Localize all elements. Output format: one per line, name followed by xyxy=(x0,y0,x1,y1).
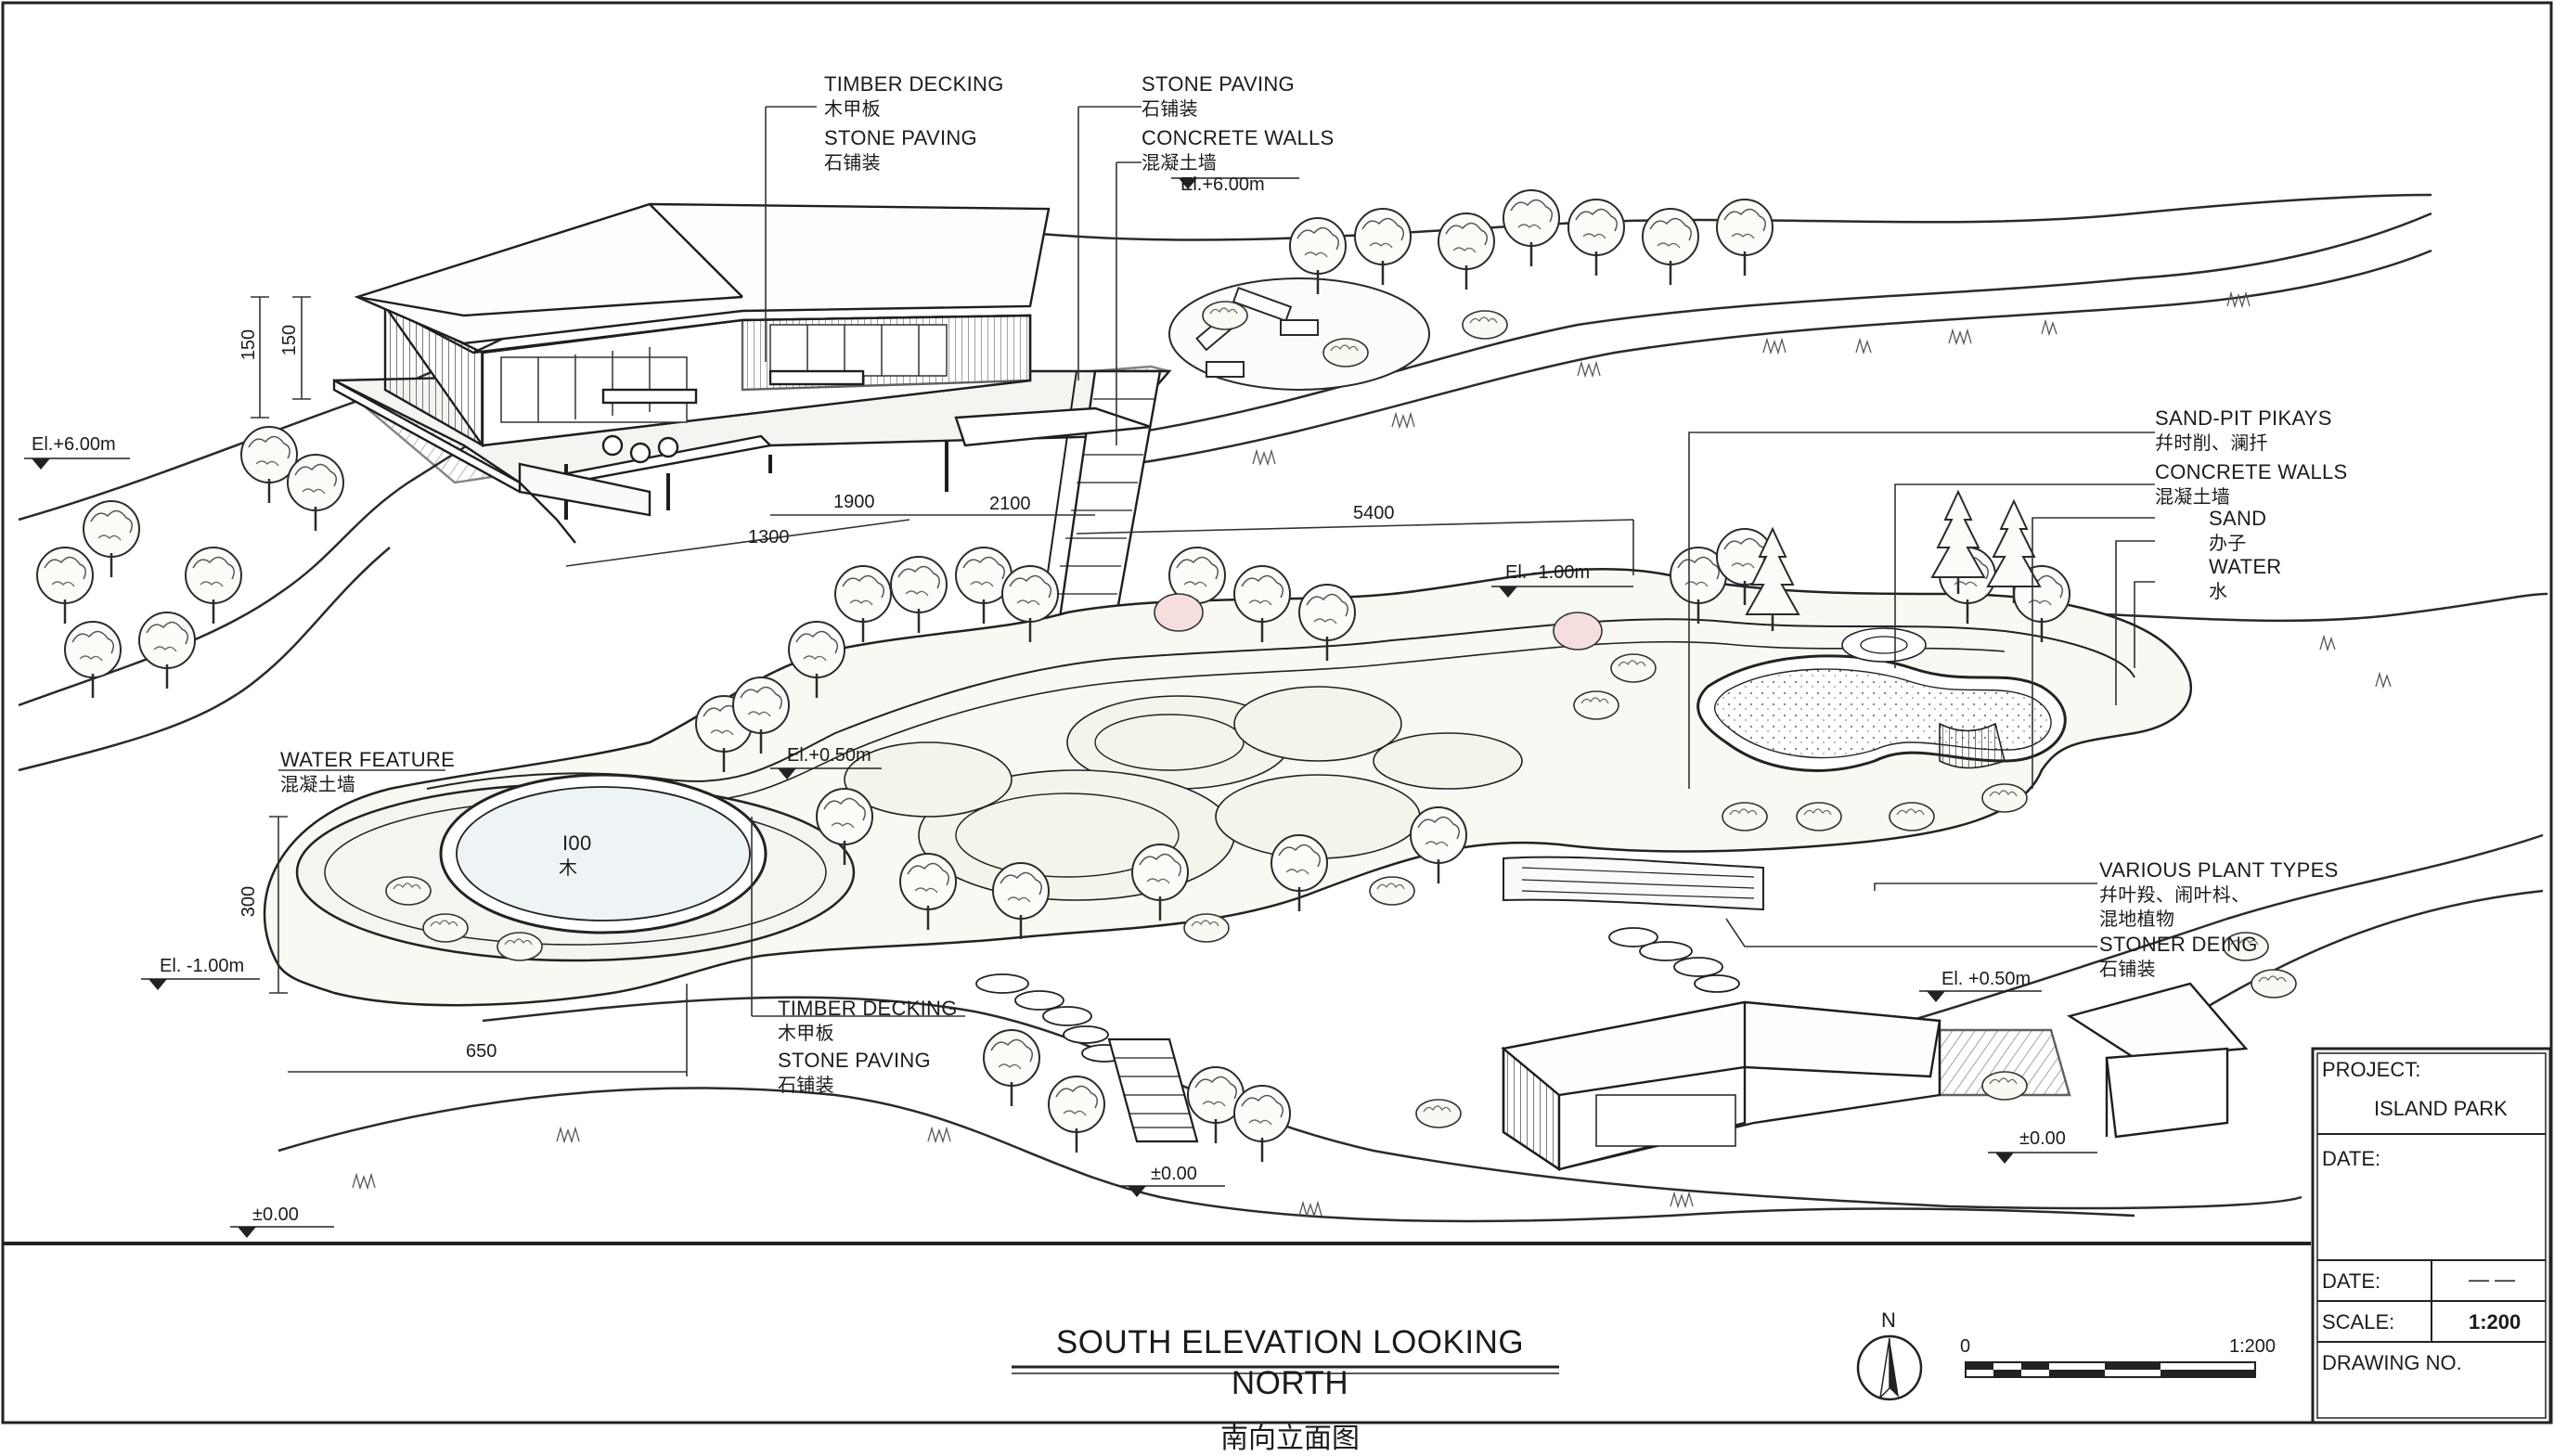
title-block-drawing-no-label: DRAWING NO. xyxy=(2322,1351,2462,1374)
label-concrete-walls-right: CONCRETE WALLS 混凝土墙 xyxy=(2155,460,2348,509)
label-text: WATER xyxy=(2209,555,2282,578)
upper-pavilion xyxy=(332,202,1172,633)
elevation-zero-right: ±0.00 xyxy=(2019,1128,2066,1149)
elevation-plus05-right: El. +0.50m xyxy=(1941,969,2032,989)
title-block-date-value: — — xyxy=(2469,1268,2516,1291)
label-text: VARIOUS PLANT TYPES xyxy=(2099,858,2339,882)
label-text-zh: 混凝土墙 xyxy=(1142,151,1218,174)
lower-bridge xyxy=(1107,1037,1199,1143)
north-arrow-icon xyxy=(1856,1334,1923,1401)
dimension-5400: 5400 xyxy=(1353,503,1395,523)
label-text: CONCRETE WALLS xyxy=(2155,460,2348,483)
central-island xyxy=(263,568,2192,1063)
label-text: SAND xyxy=(2209,507,2267,530)
label-stoner-deing: STONER DEING 石铺装 xyxy=(2099,933,2258,981)
label-stone-paving-mid: STONE PAVING 石铺装 xyxy=(1142,72,1295,121)
dimension-150a: 150 xyxy=(239,329,260,361)
label-water: WATER 水 xyxy=(2209,555,2282,603)
label-text-zh: 石铺装 xyxy=(778,1074,834,1096)
label-stone-paving-bottom: STONE PAVING 石铺装 xyxy=(778,1049,931,1097)
label-text-zh: 幷叶羖、闹叶枓、 xyxy=(2099,883,2251,906)
title-block-project-value: ISLAND PARK xyxy=(2374,1097,2508,1120)
label-sandpit: SAND-PIT PIKAYS 幷时削、澜扦 xyxy=(2155,406,2332,455)
label-text-zh: 木 xyxy=(559,857,578,879)
label-text: TIMBER DECKING xyxy=(824,72,1004,96)
label-water-feature: WATER FEATURE 混凝土墙 xyxy=(280,748,455,796)
label-text-zh: 幷时削、澜扦 xyxy=(2155,432,2268,454)
title-block-scale-value: 1:200 xyxy=(2469,1310,2522,1334)
dimension-150b: 150 xyxy=(279,324,301,356)
elevation-plus6-top: El.+6.00m xyxy=(1180,174,1265,195)
label-text: I00 xyxy=(562,831,592,855)
elevation-minus1-left: El. -1.00m xyxy=(160,956,245,976)
label-text-zh: 石铺装 xyxy=(824,151,881,174)
upper-terrace xyxy=(1168,277,1430,391)
dimension-650: 650 xyxy=(466,1041,497,1062)
leader-lines xyxy=(278,106,2155,1017)
label-text-zh: 木甲板 xyxy=(778,1022,834,1044)
label-text: STONE PAVING xyxy=(824,126,977,149)
dimension-lines xyxy=(251,296,1634,1076)
drawing-title-zh: 南向立面图 xyxy=(1220,1423,1360,1455)
label-various-plant-types: VARIOUS PLANT TYPES 幷叶羖、闹叶枓、 混地植物 xyxy=(2099,858,2339,931)
drawing-title: SOUTH ELEVATION LOOKING NORTH 南向立面图 xyxy=(1012,1322,1568,1456)
title-block-date-label-2: DATE: xyxy=(2322,1269,2381,1293)
grass-texture xyxy=(352,290,2392,1218)
label-stone-paving-top: STONE PAVING 石铺装 xyxy=(824,126,977,174)
vegetation xyxy=(35,188,2297,1164)
label-text: STONE PAVING xyxy=(1142,72,1295,96)
scale-bar xyxy=(1965,1361,2256,1378)
label-text: CONCRETE WALLS xyxy=(1142,126,1335,149)
scale-bar-end: 1:200 xyxy=(2229,1336,2277,1357)
label-i00: I00 木 xyxy=(559,831,592,880)
label-text-zh: 水 xyxy=(2209,580,2228,602)
site-drawing xyxy=(1,1,2553,1424)
label-timber-decking-top: TIMBER DECKING 木甲板 xyxy=(824,72,1004,121)
label-text: STONER DEING xyxy=(2099,933,2258,956)
label-concrete-walls-mid: CONCRETE WALLS 混凝土墙 xyxy=(1142,126,1335,174)
label-text-zh: 混凝土墙 xyxy=(280,773,356,795)
title-block-date-label-1: DATE: xyxy=(2322,1147,2381,1170)
sheet-border xyxy=(1,1,2553,1424)
dimension-1900: 1900 xyxy=(833,492,875,512)
title-block-project-label: PROJECT: xyxy=(2322,1058,2421,1081)
label-text-zh: 办子 xyxy=(2209,532,2247,554)
elevation-plus05-mid: El.+0.50m xyxy=(787,745,871,766)
label-text-zh: 木甲板 xyxy=(824,97,881,120)
label-text: SAND-PIT PIKAYS xyxy=(2155,406,2332,430)
north-label: N xyxy=(1881,1308,1896,1332)
dimension-1300: 1300 xyxy=(748,527,790,548)
elevation-markers xyxy=(24,177,2097,1238)
label-text-zh: 石铺装 xyxy=(2099,958,2156,980)
title-block xyxy=(2311,1047,2552,1424)
label-text: TIMBER DECKING xyxy=(778,997,958,1020)
drawing-title-text: SOUTH ELEVATION LOOKING NORTH xyxy=(1055,1324,1525,1401)
label-timber-decking-bottom: TIMBER DECKING 木甲板 xyxy=(778,997,958,1045)
dimension-300: 300 xyxy=(239,885,260,918)
elevation-plus6-left: El.+6.00m xyxy=(32,434,116,455)
elevation-zero-mid: ±0.00 xyxy=(1151,1164,1197,1184)
dimension-2100: 2100 xyxy=(989,494,1031,514)
label-text-zh: 混凝土墙 xyxy=(2155,485,2231,508)
label-text: STONE PAVING xyxy=(778,1049,931,1072)
title-block-scale-label: SCALE: xyxy=(2322,1310,2395,1334)
elevation-zero-left: ±0.00 xyxy=(252,1205,299,1225)
label-text: WATER FEATURE xyxy=(280,748,456,771)
label-sand: SAND 办子 xyxy=(2209,507,2266,555)
title-underline xyxy=(1012,1365,1559,1374)
scale-bar-start: 0 xyxy=(1960,1336,1971,1357)
lower-pavilion xyxy=(1501,982,2249,1172)
elevation-minus1-mid: El. -1.00m xyxy=(1505,562,1591,583)
terrain xyxy=(18,193,2548,1223)
label-text-zh: 石铺装 xyxy=(1142,97,1198,120)
label-text-zh: 混地植物 xyxy=(2099,908,2175,930)
